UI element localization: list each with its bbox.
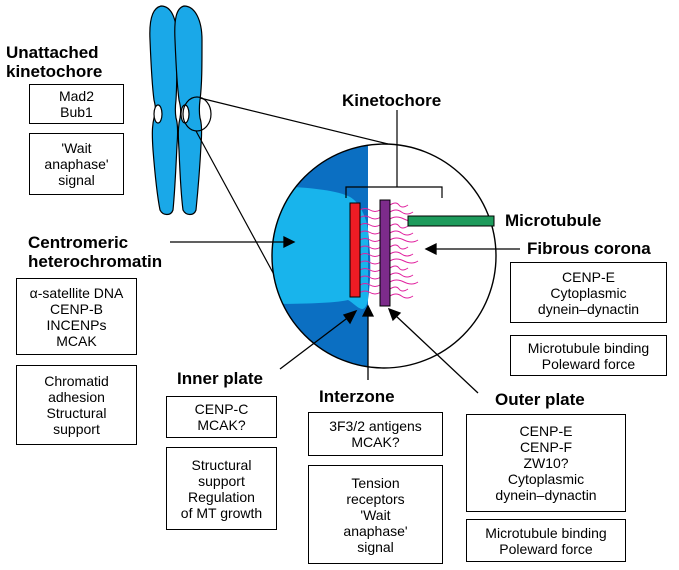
corona-fiber	[389, 251, 414, 257]
interzone-fiber	[359, 215, 381, 220]
interzone-fiber	[359, 208, 381, 212]
heterochromatin-light	[272, 186, 353, 304]
outer-plate	[379, 199, 391, 307]
corona-fiber	[389, 244, 409, 250]
interzone-proteins-box: 3F3/2 antigens MCAK?	[308, 412, 443, 456]
interzone-fiber	[359, 268, 381, 272]
corona-fiber	[389, 286, 409, 292]
outer-plate-proteins-box: CENP-E CENP-F ZW10? Cytoplasmic dynein–d…	[466, 414, 626, 512]
corona-proteins-box: CENP-E Cytoplasmic dynein–dynactin	[510, 262, 667, 323]
corona-fiber	[389, 223, 409, 229]
right-kinetochore	[180, 104, 190, 124]
chromosome	[149, 5, 203, 216]
interzone-fiber	[359, 283, 381, 287]
corona-fiber	[389, 202, 409, 208]
microtubule-label: Microtubule	[505, 211, 602, 230]
corona-fiber	[389, 237, 419, 243]
corona-fiber	[389, 258, 419, 264]
interzone-fiber	[359, 275, 381, 280]
left-chromatid	[149, 5, 179, 216]
centromeric-proteins-box: α-satellite DNA CENP-B INCENPs MCAK	[16, 278, 137, 355]
zoom-line-top	[199, 97, 389, 145]
corona-fiber	[389, 209, 414, 215]
interzone-fiber	[359, 260, 381, 265]
unattached-kinetochore-label: Unattached kinetochore	[6, 43, 103, 81]
inner-plate-function-box: Structural support Regulation of MT grow…	[166, 447, 277, 530]
corona-fiber	[389, 272, 414, 278]
corona-function-box: Microtubule binding Poleward force	[510, 335, 667, 376]
outer-plate-label: Outer plate	[495, 390, 585, 409]
corona-fiber	[389, 230, 414, 236]
interzone-fiber	[359, 230, 381, 235]
kinetochore-label: Kinetochore	[342, 91, 442, 110]
outer-plate-function-box: Microtubule binding Poleward force	[466, 519, 626, 562]
centromeric-heterochromatin-label: Centromeric heterochromatin	[28, 233, 163, 271]
unattached-proteins-box: Mad2 Bub1	[29, 84, 124, 124]
magnifier-circle	[182, 96, 212, 132]
inner-plate	[349, 202, 361, 298]
interzone-fiber	[359, 223, 381, 227]
interzone-fiber	[359, 238, 381, 242]
corona-fiber	[389, 279, 419, 285]
kinetochore-bracket	[345, 186, 443, 198]
interzone-function-box: Tension receptors 'Wait anaphase' signal	[308, 465, 443, 564]
centromeric-function-box: Chromatid adhesion Structural support	[16, 365, 137, 445]
interzone-fiber	[359, 290, 381, 295]
left-kinetochore	[153, 104, 163, 124]
magnified-circle-outline	[271, 143, 497, 369]
corona-fiber	[389, 265, 409, 271]
interzone-fiber	[359, 245, 381, 250]
unattached-function-box: 'Wait anaphase' signal	[29, 133, 124, 195]
inner-plate-label: Inner plate	[177, 369, 263, 388]
microtubule-bar	[407, 215, 495, 227]
interzone-label: Interzone	[319, 387, 395, 406]
fibrous-corona-label: Fibrous corona	[527, 239, 651, 258]
corona-fiber	[389, 293, 414, 299]
interzone-fiber	[359, 253, 381, 257]
inner-plate-proteins-box: CENP-C MCAK?	[166, 396, 277, 438]
arrows	[170, 235, 520, 394]
